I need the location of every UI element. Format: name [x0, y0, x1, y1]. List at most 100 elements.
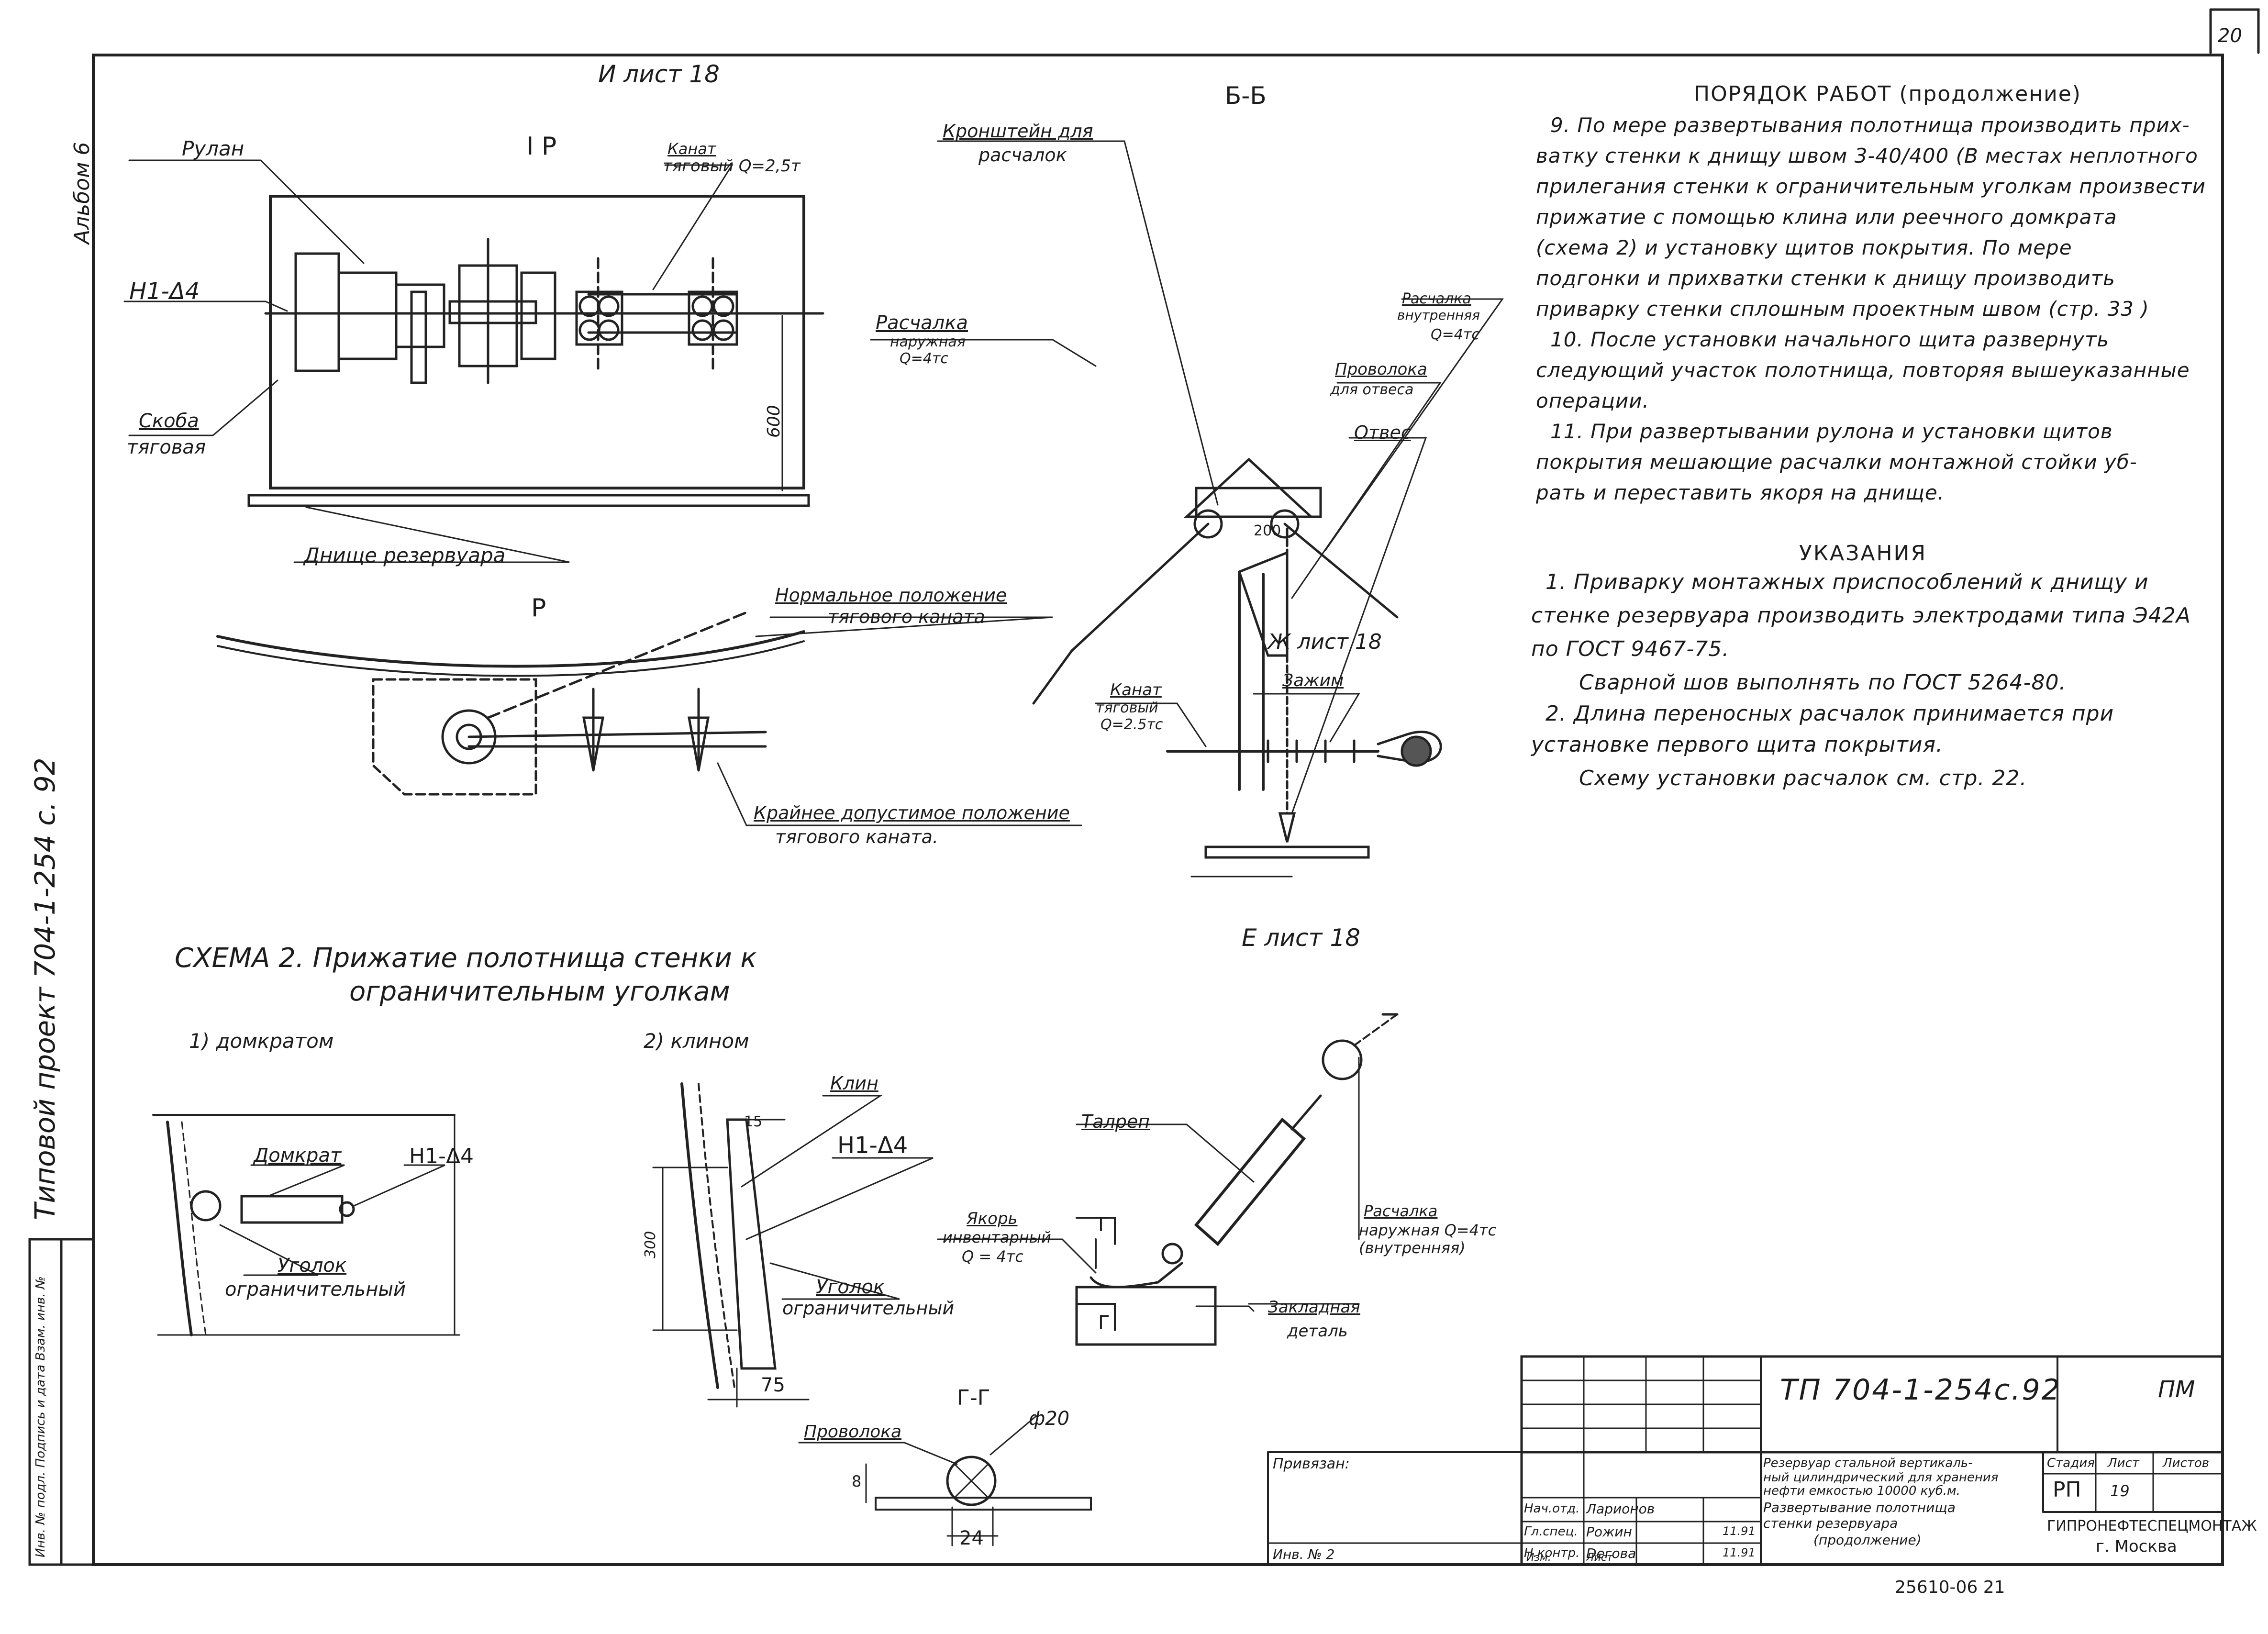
ugolok-label-2: ограничительный	[225, 1278, 406, 1301]
view-e-title: Е лист 18	[1242, 924, 1361, 952]
order-line: 11. При развертывании рулона и установки…	[1550, 420, 2113, 443]
kronstein-label-2: расчалок	[978, 145, 1067, 166]
e-rasch-label-3: (внутренняя)	[1359, 1239, 1466, 1257]
klin-label: Клин	[830, 1073, 878, 1094]
view-bb-title: Б-Б	[1225, 82, 1267, 110]
org-city: г. Москва	[2096, 1537, 2177, 1556]
person-name: Рожин	[1586, 1524, 1632, 1540]
role-label: Нач.отд.	[1524, 1501, 1580, 1516]
dim-8: 8	[852, 1472, 862, 1490]
notes-line: Сварной шов выполнять по ГОСТ 5264-80.	[1579, 670, 2067, 695]
view-gg-title: Г-Г	[957, 1386, 990, 1410]
notes-line: 2. Длина переносных расчалок принимается…	[1545, 701, 2114, 726]
stadiya-value: РП	[2053, 1478, 2081, 1502]
h1-label: Н1-Δ4	[129, 278, 200, 305]
zh-kanat-label-3: Q=2.5тс	[1101, 716, 1163, 733]
page-number: 20	[2218, 25, 2242, 47]
e-rasch-label: Расчалка	[1364, 1202, 1438, 1220]
dim-75: 75	[761, 1374, 785, 1396]
zazhim-label: Зажим	[1282, 671, 1344, 690]
stadiya-header: Стадия	[2047, 1456, 2095, 1470]
domkrat-label: Домкрат	[254, 1145, 342, 1167]
phi-20-label: ф20	[1029, 1408, 1070, 1430]
bottom-code: 25610-06 21	[1895, 1578, 2005, 1597]
notes-title: УКАЗАНИЯ	[1799, 541, 1927, 566]
person-name: Dегова	[1586, 1545, 1636, 1561]
project-code: ТП 704-1-254с.92	[1780, 1373, 2061, 1407]
kanat-label: Канат	[667, 140, 716, 158]
desc-line: Резервуар стальной вертикаль-	[1763, 1456, 1973, 1470]
skoba-label: Скоба	[139, 410, 199, 432]
section-g-mark-2: Г	[1098, 1312, 1110, 1334]
listov-header: Листов	[2163, 1456, 2210, 1470]
section-g-mark: Г	[1098, 1214, 1110, 1236]
schema2-h1-label: Н1-Δ4	[409, 1144, 474, 1168]
yakor-label-2: инвентарный	[943, 1228, 1051, 1246]
role-label: Гл.спец.	[1524, 1524, 1578, 1539]
schema2-sub1: 1) домкратом	[189, 1029, 334, 1053]
side-project-label: Типовой проект 704-1-254 с. 92	[29, 757, 61, 1220]
side-stamp: Инв. № подл. Подпись и дата Взам. инв. №	[33, 1276, 48, 1557]
dim-200: 200	[1254, 522, 1281, 539]
view-i-title: И лист 18	[598, 60, 720, 88]
rasch-in-label-3: Q=4тс	[1431, 326, 1479, 343]
sheet-title-line: (продолжение)	[1813, 1532, 1922, 1548]
order-line: ватку стенки к днищу швом 3-40/400 (В ме…	[1536, 144, 2198, 167]
zaklad-label-2: деталь	[1287, 1322, 1348, 1341]
order-line: прилегания стенки к ограничительным угол…	[1536, 175, 2206, 198]
dim-300: 300	[642, 1231, 659, 1258]
schema2-sub2: 2) клином	[644, 1029, 749, 1053]
provoloka-label-2: для отвеса	[1330, 381, 1414, 398]
provoloka-label: Проволока	[1335, 360, 1427, 379]
order-line: приварку стенки сплошным проектным швом …	[1536, 297, 2149, 321]
sheet-title-line: стенки резервуара	[1763, 1515, 1898, 1531]
order-line: 10. После установки начального щита разв…	[1550, 328, 2110, 351]
dim-15: 15	[744, 1113, 763, 1130]
sheet-mark: ПМ	[2158, 1376, 2195, 1403]
list-label: Лист	[1586, 1552, 1613, 1564]
rasch-in-label: Расчалка	[1402, 290, 1471, 307]
schema2-title: СХЕМА 2. Прижатие полотнища стенки к	[175, 943, 757, 974]
album-label: Альбом 6	[70, 142, 94, 244]
org-name: ГИПРОНЕФТЕСПЕЦМОНТАЖ	[2047, 1518, 2257, 1534]
inv-label: Инв. № 2	[1273, 1546, 1335, 1562]
notes-line: стенке резервуара производить электродам…	[1531, 603, 2191, 628]
date-value: 11.91	[1723, 1524, 1756, 1538]
order-line: покрытия мешающие расчалки монтажной сто…	[1536, 450, 2137, 474]
desc-line: нефти емкостью 10000 куб.м.	[1763, 1484, 1960, 1498]
view-zh-title: Ж лист 18	[1268, 630, 1382, 654]
kronstein-label: Кронштейн для	[943, 121, 1093, 142]
view-p-title: Р	[531, 594, 546, 622]
view-i-sub: I Р	[526, 132, 557, 161]
normal-pos-label: Нормальное положение	[775, 585, 1007, 606]
kanat-q-label: тяговый Q=2,5т	[663, 156, 800, 176]
dnische-label: Днище резервуара	[304, 544, 506, 567]
notes-line: 1. Приварку монтажных приспособлений к д…	[1545, 570, 2149, 594]
normal-pos-label-2: тягового каната	[828, 606, 985, 627]
dim-600: 600	[764, 405, 784, 438]
order-line: прижатие с помощью клина или реечного до…	[1536, 205, 2117, 229]
rulon-label: Рулан	[182, 137, 245, 160]
zaklad-label: Закладная	[1268, 1298, 1360, 1317]
privyazan-label: Привязан:	[1273, 1456, 1350, 1472]
order-line: рать и переставить якоря на днище.	[1536, 481, 1945, 504]
list-header: Лист	[2108, 1456, 2139, 1470]
limit-pos-label: Крайнее допустимое положение	[754, 802, 1070, 823]
rasch-out-label-3: Q=4тс	[900, 350, 948, 367]
skoba-label-2: тяговая	[127, 436, 206, 458]
person-name: Ларионов	[1586, 1501, 1655, 1517]
klin-ugolok-label-2: ограничительный	[782, 1298, 955, 1319]
date-value: 11.91	[1723, 1546, 1756, 1559]
order-line: подгонки и прихватки стенки к днищу прои…	[1536, 267, 2115, 290]
schema2-title-2: ограничительным уголкам	[349, 976, 730, 1007]
otves-label: Отвес	[1354, 422, 1411, 443]
rasch-out-label: Расчалка	[876, 312, 968, 334]
order-line: следующий участок полотнища, повторяя вы…	[1536, 358, 2190, 382]
klin-ugolok-label: Уголок	[816, 1276, 885, 1298]
sheet-title-line: Развертывание полотнища	[1763, 1500, 1956, 1515]
talrep-label: Талреп	[1081, 1111, 1150, 1132]
dim-24: 24	[959, 1527, 984, 1549]
klin-h1-label: Н1-Δ4	[837, 1132, 908, 1159]
